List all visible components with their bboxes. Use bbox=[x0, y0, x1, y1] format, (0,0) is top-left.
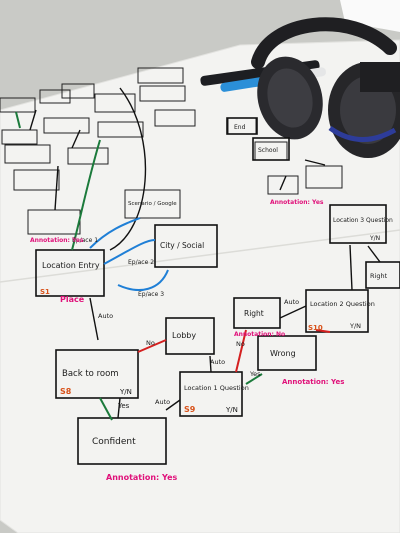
label-back-to-room: Back to room bbox=[62, 369, 119, 379]
label-lobby: Lobby bbox=[172, 331, 196, 340]
label-no-a: No bbox=[146, 339, 155, 347]
label-location3: Location 3 Question bbox=[333, 217, 393, 224]
note-paper bbox=[340, 0, 400, 32]
code-yn-b: Y/N bbox=[225, 406, 238, 414]
annotation-confident: Annotation: Yes bbox=[106, 473, 178, 482]
label-city-social: City / Social bbox=[160, 241, 204, 250]
label-school: School bbox=[258, 147, 278, 154]
red-connectors bbox=[137, 329, 331, 373]
code-s9: S9 bbox=[184, 405, 196, 414]
code-s8: S8 bbox=[60, 387, 72, 396]
label-ep1: Ep/ace 1 bbox=[72, 237, 98, 244]
annotation-right-mid: Annotation: No bbox=[234, 331, 285, 338]
annotation-wrong: Annotation: Yes bbox=[282, 378, 344, 386]
label-ep3: Ep/ace 3 bbox=[138, 291, 164, 298]
code-s1: S1 bbox=[40, 288, 50, 296]
label-yes-a: Yes bbox=[117, 402, 130, 410]
box-wrong bbox=[257, 335, 317, 371]
label-scenario-google: Scenario / Google bbox=[128, 201, 177, 207]
box-back-to-room bbox=[55, 349, 139, 399]
label-auto-b: Auto bbox=[155, 398, 170, 406]
label-location1: Location 1 Question bbox=[184, 384, 249, 392]
box-city-social bbox=[154, 224, 218, 268]
blue-connectors bbox=[89, 217, 169, 291]
scribble-boxes bbox=[0, 67, 343, 235]
box-school bbox=[252, 137, 290, 161]
green-connectors bbox=[15, 111, 263, 421]
label-wrong: Wrong bbox=[270, 349, 296, 358]
headphones bbox=[251, 17, 400, 158]
code-yn-c: Y/N bbox=[349, 322, 361, 330]
annotation-school: Annotation: Yes bbox=[270, 199, 324, 206]
label-place: Place bbox=[60, 295, 85, 304]
annotation-top-left: Annotation: Yes bbox=[30, 237, 84, 244]
connectors bbox=[29, 87, 381, 419]
box-right-small bbox=[365, 261, 400, 289]
label-confident: Confident bbox=[92, 437, 136, 447]
label-right-mid: Right bbox=[244, 309, 264, 318]
code-s10: S10 bbox=[308, 324, 323, 332]
label-ep2: Ep/ace 2 bbox=[128, 259, 154, 266]
label-yes-b: Yes bbox=[249, 370, 261, 378]
label-end: End bbox=[234, 124, 246, 131]
code-yn-d: Y/N bbox=[369, 235, 380, 242]
code-yn-a: Y/N bbox=[119, 388, 132, 396]
box-location-entry bbox=[35, 249, 105, 297]
box-lobby bbox=[165, 317, 215, 355]
box-end bbox=[226, 117, 258, 135]
box-location2 bbox=[305, 289, 369, 333]
paper-sheet bbox=[0, 39, 400, 533]
paper-fold bbox=[0, 229, 400, 283]
box-confident bbox=[77, 417, 167, 465]
label-auto-c: Auto bbox=[210, 358, 225, 366]
label-right-small: Right bbox=[370, 272, 388, 280]
label-location2: Location 2 Question bbox=[310, 300, 375, 308]
label-auto-d: Auto bbox=[284, 298, 299, 306]
label-location-entry: Location Entry bbox=[42, 261, 100, 270]
box-right-mid bbox=[233, 297, 281, 329]
label-auto-a: Auto bbox=[98, 312, 113, 320]
box-location3 bbox=[329, 204, 387, 244]
label-no-b: No bbox=[236, 340, 245, 348]
